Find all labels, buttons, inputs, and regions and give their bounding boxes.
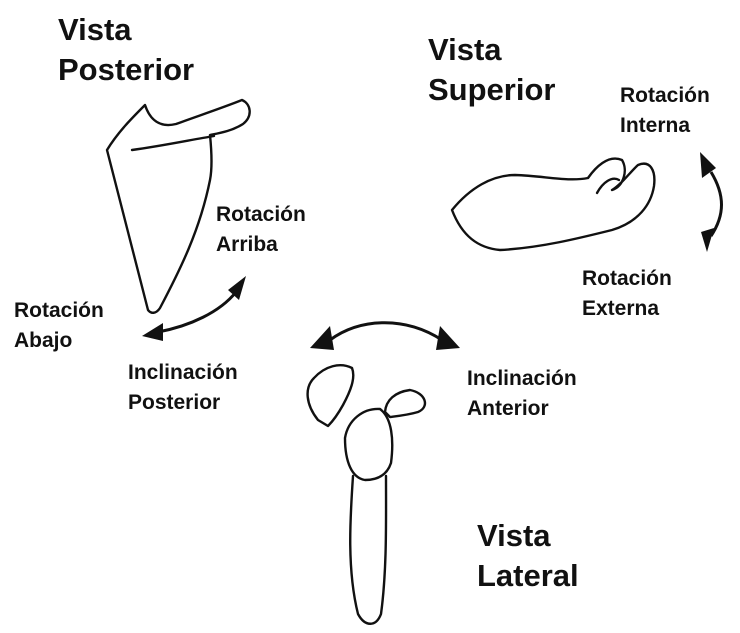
downward-rotation-line2: Abajo <box>14 326 104 356</box>
upward-rotation-line1: Rotación <box>216 200 306 230</box>
downward-rotation-line1: Rotación <box>14 296 104 326</box>
internal-rotation-line1: Rotación <box>620 81 710 111</box>
external-rotation-line2: Externa <box>582 294 672 324</box>
upward-rotation-line2: Arriba <box>216 230 306 260</box>
internal-rotation-label: Rotación Interna <box>620 81 710 141</box>
posterior-tilt-label: Inclinación Posterior <box>128 358 238 418</box>
tilt-arrow <box>310 323 460 350</box>
upward-rotation-label: Rotación Arriba <box>216 200 306 260</box>
superior-view-title-line2: Superior <box>428 70 555 110</box>
posterior-tilt-line2: Posterior <box>128 388 238 418</box>
scapula-lateral-view <box>308 365 425 624</box>
lateral-view-title-line2: Lateral <box>477 556 579 596</box>
lateral-view-title: Vista Lateral <box>477 516 579 596</box>
rotation-up-down-arrow <box>142 276 246 341</box>
posterior-view-title-line2: Posterior <box>58 50 194 90</box>
external-rotation-label: Rotación Externa <box>582 264 672 324</box>
downward-rotation-label: Rotación Abajo <box>14 296 104 356</box>
superior-view-title-line1: Vista <box>428 30 555 70</box>
external-rotation-line1: Rotación <box>582 264 672 294</box>
superior-view-title: Vista Superior <box>428 30 555 110</box>
internal-rotation-line2: Interna <box>620 111 710 141</box>
anterior-tilt-line2: Anterior <box>467 394 577 424</box>
scapula-superior-view <box>452 159 654 250</box>
anterior-tilt-line1: Inclinación <box>467 364 577 394</box>
anterior-tilt-label: Inclinación Anterior <box>467 364 577 424</box>
posterior-view-title-line1: Vista <box>58 10 194 50</box>
posterior-tilt-line1: Inclinación <box>128 358 238 388</box>
lateral-view-title-line1: Vista <box>477 516 579 556</box>
rotation-internal-external-arrow <box>700 152 722 252</box>
posterior-view-title: Vista Posterior <box>58 10 194 90</box>
